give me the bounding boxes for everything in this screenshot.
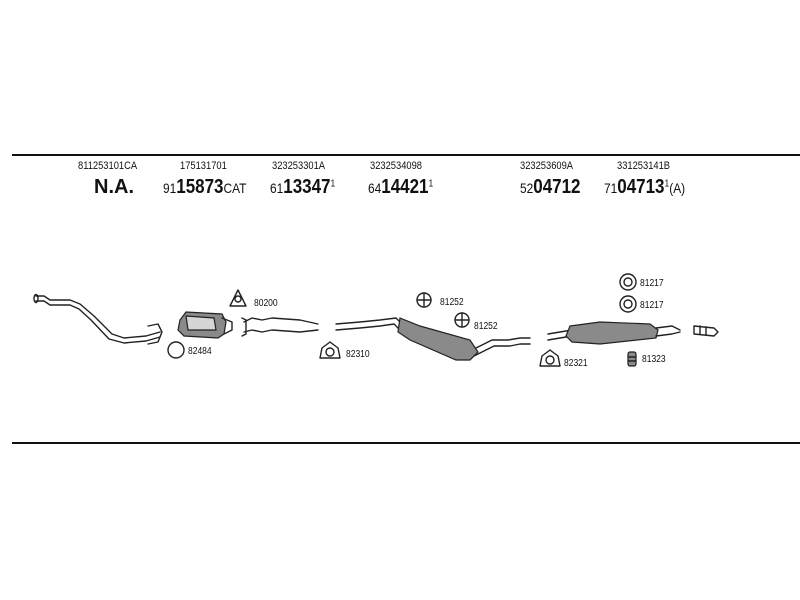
not-available-label: N.A. (94, 176, 134, 198)
pipe-clamp-drawing (319, 341, 341, 359)
part-label: 82321 (564, 358, 588, 369)
footnote-mark: 1 (664, 178, 670, 190)
bottom-divider-line (12, 442, 800, 444)
part-number-prefix: 52 (520, 180, 534, 196)
part-code: 331253141B (617, 160, 671, 172)
part-number: 71047131(A) (604, 176, 685, 199)
part-label: 82310 (346, 349, 370, 360)
part-number-main: 13347 (283, 176, 331, 198)
part-number-prefix: 71 (604, 180, 618, 196)
part-number-main: 14421 (381, 176, 429, 198)
center-muffler-drawing (335, 317, 531, 361)
rubber-hanger-drawing (454, 312, 470, 328)
part-code: 811253101CA (78, 160, 138, 172)
part-number: 61133471 (270, 176, 335, 199)
part-code: 175131701 (180, 160, 227, 172)
tail-pipe-drawing (693, 325, 719, 337)
rubber-mount-drawing (627, 351, 637, 367)
part-label: 81252 (440, 297, 464, 308)
gasket-ring-drawing (167, 341, 185, 359)
footnote-mark: 1 (428, 178, 434, 190)
part-code: 323253301A (272, 160, 326, 172)
rubber-ring-drawing (619, 273, 637, 291)
pipe-clamp-drawing (539, 349, 561, 367)
part-number-prefix: 91 (163, 180, 177, 196)
top-divider-line (12, 154, 800, 156)
part-number-suffix: (A) (669, 180, 686, 196)
rubber-hanger-drawing (416, 292, 432, 308)
flange-clamp-drawing (229, 289, 247, 307)
part-number-suffix: CAT (223, 180, 247, 196)
catalytic-converter-drawing (177, 311, 233, 339)
part-label: 81252 (474, 321, 498, 332)
part-number-prefix: 61 (270, 180, 284, 196)
rear-muffler-drawing (547, 321, 681, 345)
part-number-prefix: 64 (368, 180, 382, 196)
part-number-main: 04713 (617, 176, 665, 198)
part-number-main: 04712 (533, 176, 581, 198)
part-code: 3232534098 (370, 160, 423, 172)
intermediate-pipe-drawing (241, 317, 319, 337)
part-label: 80200 (254, 298, 278, 309)
part-number-main: 15873 (176, 176, 224, 198)
part-number: 64144211 (368, 176, 433, 199)
part-label: 81217 (640, 300, 664, 311)
front-pipe-drawing (33, 293, 163, 345)
part-label: 81323 (642, 354, 666, 365)
part-number: 9115873CAT (163, 176, 246, 199)
rubber-ring-drawing (619, 295, 637, 313)
part-code: 323253609A (520, 160, 574, 172)
part-label: 82484 (188, 346, 212, 357)
part-label: 81217 (640, 278, 664, 289)
footnote-mark: 1 (330, 178, 336, 190)
part-number: 5204712 (520, 176, 581, 199)
